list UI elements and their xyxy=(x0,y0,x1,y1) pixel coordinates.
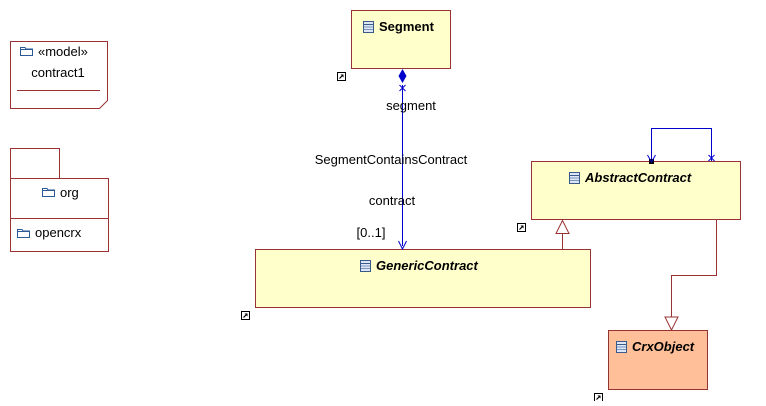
class-generic-contract[interactable]: GenericContract xyxy=(255,249,591,308)
class-segment[interactable]: Segment xyxy=(351,10,451,69)
non-navigable-mark xyxy=(708,154,715,162)
shortcut-icon xyxy=(517,223,526,232)
class-name: CrxObject xyxy=(632,339,695,354)
model-note[interactable]: «model» contract1 xyxy=(10,41,108,109)
folder-icon xyxy=(17,229,30,238)
shortcut-icon xyxy=(594,393,603,402)
folder-icon xyxy=(42,188,55,197)
navigation-arrowhead xyxy=(647,154,656,164)
model-note-stereotype: «model» xyxy=(38,44,88,59)
association-source-role: segment xyxy=(386,98,436,113)
class-name: Segment xyxy=(379,19,435,34)
folder-icon xyxy=(20,47,33,56)
class-name: GenericContract xyxy=(376,258,479,273)
model-note-name: contract1 xyxy=(31,65,84,80)
association-target-multiplicity: [0..1] xyxy=(357,225,386,240)
package-org[interactable]: org opencrx xyxy=(10,148,109,252)
model-note-shape xyxy=(10,41,108,109)
class-icon xyxy=(569,172,580,184)
class-crx-object[interactable]: CrxObject xyxy=(608,330,708,390)
generalization-generic-to-abstract[interactable] xyxy=(555,219,570,250)
package-name: org xyxy=(60,185,79,200)
package-body xyxy=(10,178,109,252)
package-item-opencrx[interactable]: opencrx xyxy=(17,225,82,240)
generalization-line xyxy=(671,220,717,317)
composition-diamond xyxy=(398,69,407,83)
shortcut-icon xyxy=(241,311,250,320)
shortcut-icon xyxy=(337,72,346,81)
class-box xyxy=(255,249,591,308)
generalization-triangle xyxy=(555,219,570,234)
class-icon xyxy=(363,21,374,33)
class-box xyxy=(351,10,451,69)
association-target-role: contract xyxy=(369,193,416,208)
association-self-abstract-contract[interactable] xyxy=(647,128,715,165)
class-icon xyxy=(360,260,371,272)
generalization-triangle xyxy=(664,316,679,332)
navigation-arrowhead xyxy=(398,240,407,251)
package-item-label: opencrx xyxy=(35,225,82,240)
association-segment-contains-contract[interactable] xyxy=(398,69,407,251)
association-line xyxy=(651,128,712,161)
class-box xyxy=(608,330,708,390)
class-icon xyxy=(616,341,627,353)
class-abstract-contract[interactable]: AbstractContract xyxy=(531,161,741,220)
class-name: AbstractContract xyxy=(584,170,692,185)
non-navigable-mark xyxy=(399,84,406,92)
package-tab xyxy=(10,148,60,179)
generalization-abstract-to-crxobject[interactable] xyxy=(664,220,717,332)
class-box xyxy=(531,161,741,220)
association-name: SegmentContainsContract xyxy=(315,152,468,167)
